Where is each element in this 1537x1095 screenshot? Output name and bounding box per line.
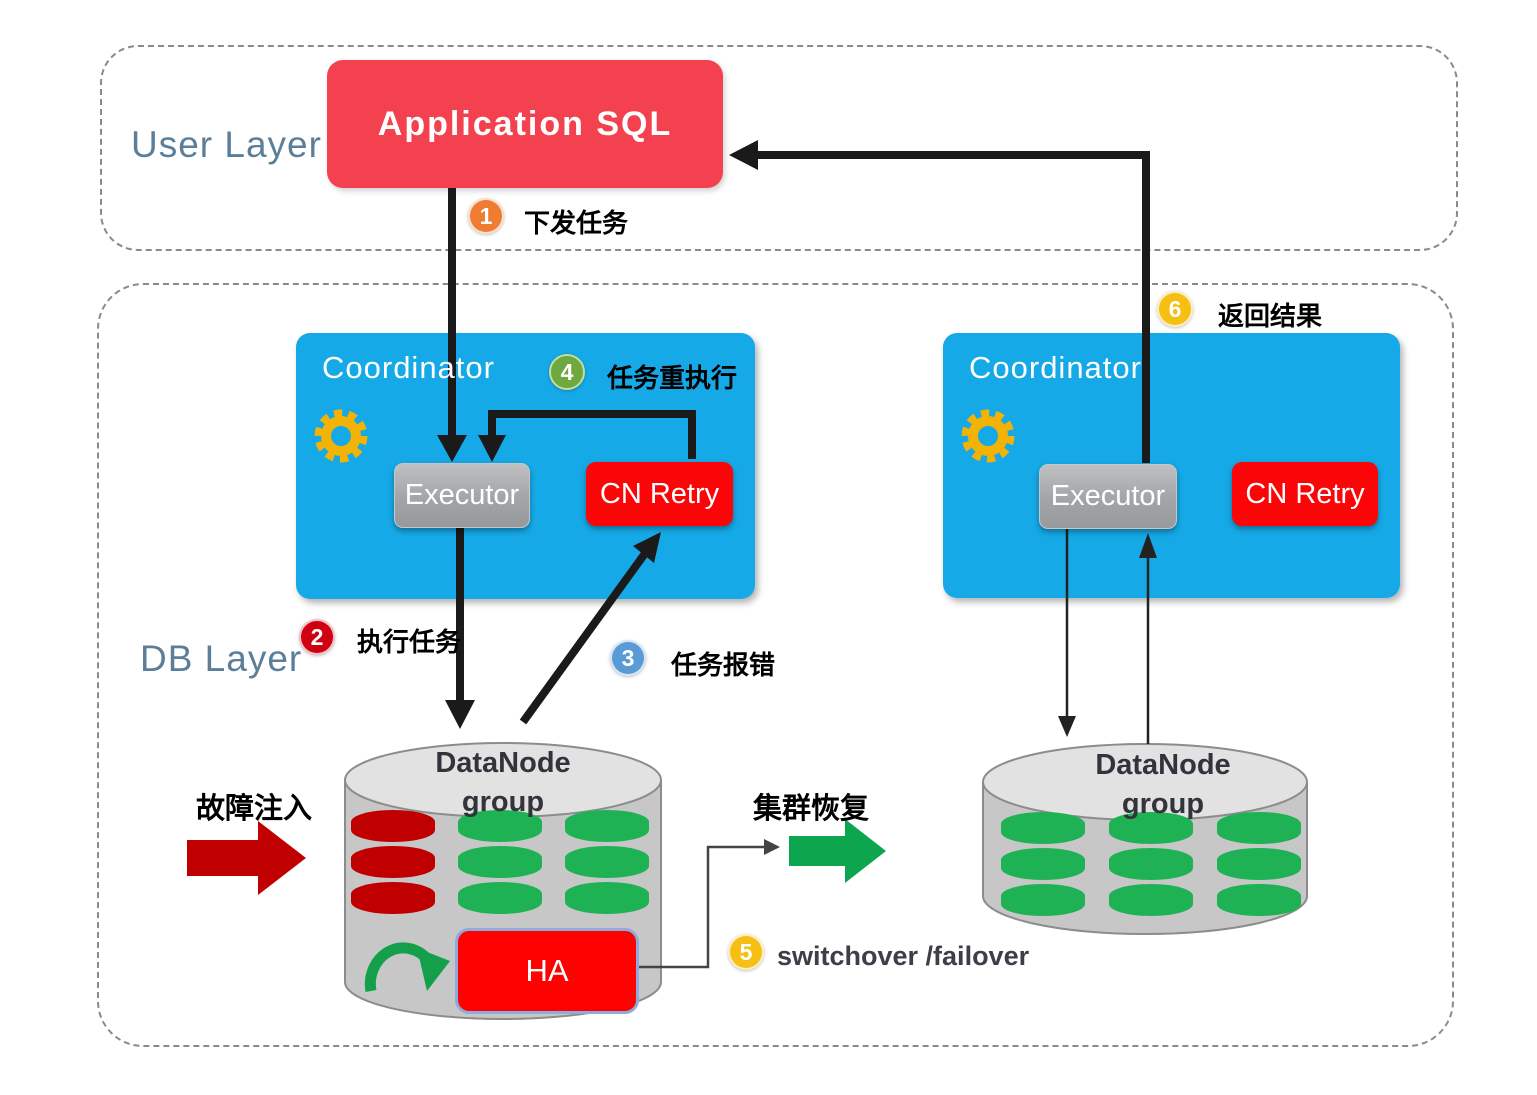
failover-curve-arrow <box>364 942 450 992</box>
db-disk-green-icon <box>1217 812 1301 916</box>
db-disk-green-icon <box>565 810 649 914</box>
db-disk-red-icon <box>351 810 435 914</box>
fault-injection-arrow <box>187 821 306 895</box>
cluster-recovery-arrow <box>789 819 886 883</box>
step-label-1: 下发任务 <box>524 208 629 238</box>
step-badge-1: 1 <box>468 198 504 234</box>
datanode-title-line2: group <box>1121 788 1205 820</box>
step-badge-2: 2 <box>299 619 335 655</box>
arrow-step6 <box>729 140 1150 463</box>
arrow-step1 <box>437 188 467 462</box>
gear-icon <box>320 415 362 457</box>
step-label-5: switchover /failover <box>777 941 1030 971</box>
application-sql-box: Application SQL <box>327 60 723 188</box>
cn-retry-box-left: CN Retry <box>586 462 733 526</box>
datanode-title-left: DataNode group <box>393 744 613 822</box>
cluster-recovery-label: 集群恢复 <box>753 793 870 825</box>
step-badge-5: 5 <box>728 934 764 970</box>
gear-icon <box>967 415 1009 457</box>
db-layer-box <box>97 283 1454 1047</box>
step-label-6: 返回结果 <box>1218 301 1323 331</box>
db-disk-green-icon <box>458 810 542 914</box>
arrow-retry-loop <box>478 410 696 462</box>
datanode-title-line2: group <box>461 786 545 818</box>
fault-injection-label: 故障注入 <box>196 793 313 825</box>
step-badge-4: 4 <box>549 354 585 390</box>
datanode-title-line1: DataNode <box>435 747 571 779</box>
executor-box-right: Executor <box>1039 464 1177 529</box>
arrow-step5-connector <box>633 839 780 969</box>
arrow-step3 <box>519 532 661 725</box>
step-label-4: 任务重执行 <box>607 363 738 393</box>
cn-retry-box-right: CN Retry <box>1232 462 1378 526</box>
datanode-title-line1: DataNode <box>1095 749 1231 781</box>
coordinator-title-left: Coordinator <box>322 350 495 385</box>
user-layer-label: User Layer <box>131 124 322 165</box>
step-label-3: 任务报错 <box>671 650 776 680</box>
db-disk-green-icon <box>1001 812 1085 916</box>
datanode-title-right: DataNode group <box>1053 746 1273 824</box>
arrow-step2 <box>445 528 475 729</box>
user-layer-box <box>100 45 1458 251</box>
db-layer-label: DB Layer <box>140 638 303 679</box>
step-label-2: 执行任务 <box>357 627 462 657</box>
step-badge-6: 6 <box>1157 291 1193 327</box>
db-disk-green-icon <box>1109 812 1193 916</box>
ha-box: HA <box>455 928 639 1014</box>
arrow-right-down <box>1058 528 1076 737</box>
step-badge-3: 3 <box>610 640 646 676</box>
executor-box-left: Executor <box>394 463 530 528</box>
arrow-right-up <box>1139 533 1157 744</box>
coordinator-title-right: Coordinator <box>969 350 1142 385</box>
